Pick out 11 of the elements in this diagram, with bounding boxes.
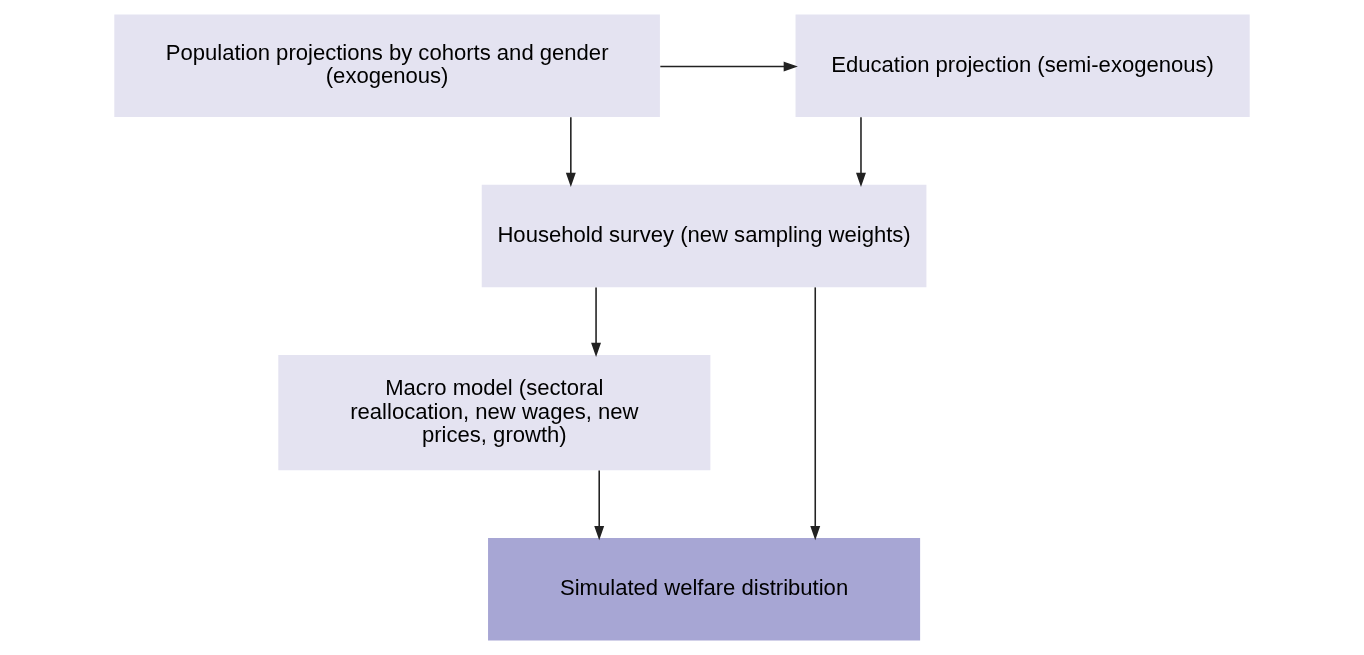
- arrow: [591, 286, 602, 357]
- arrow: [856, 116, 866, 188]
- node-box: Population projections by cohorts and gender (exogenous): [114, 14, 660, 117]
- arrow: [594, 469, 605, 541]
- node-box: Simulated welfare distribution: [488, 538, 921, 641]
- node-box: Education projection (semi-exogenous): [795, 14, 1250, 117]
- arrow: [659, 61, 798, 72]
- arrow: [810, 286, 821, 541]
- node-box: Macro model (sectoral reallocation, new wages, new prices, growth): [278, 355, 711, 471]
- node-box: Household survey (new sampling weights): [481, 184, 927, 288]
- arrow: [565, 116, 576, 188]
